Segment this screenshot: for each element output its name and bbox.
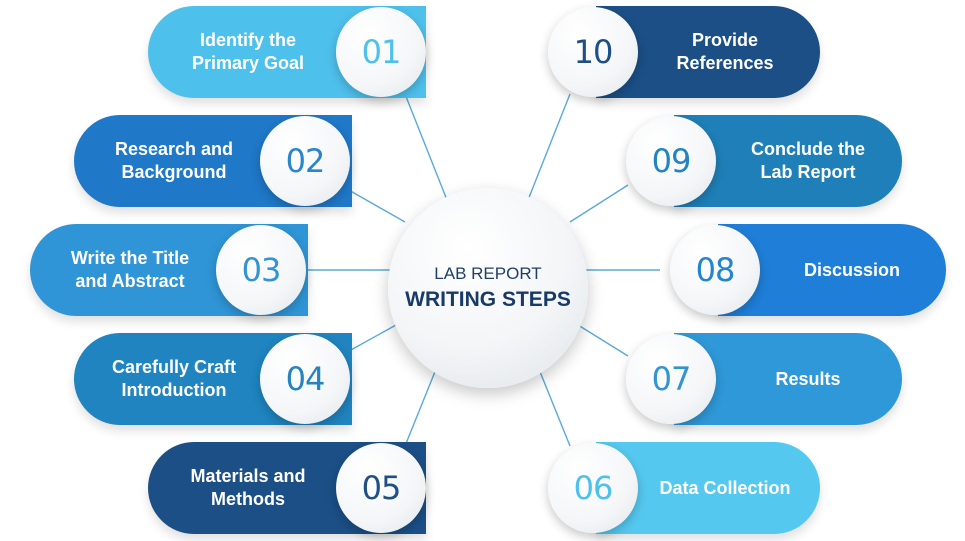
step-10-badge: 10 xyxy=(548,7,638,97)
step-07-label: Results xyxy=(775,368,841,389)
step-03-label: Write the Title and Abstract xyxy=(70,248,190,291)
step-10-label: Provide References xyxy=(676,30,774,73)
center-title: WRITING STEPS xyxy=(405,288,571,311)
step-06-badge: 06 xyxy=(548,443,638,533)
center-circle: LAB REPORT WRITING STEPS xyxy=(388,188,588,388)
step-01-number: 01 xyxy=(361,33,402,71)
step-02-number: 02 xyxy=(285,142,326,180)
step-06-number: 06 xyxy=(573,469,614,507)
step-04-badge: 04 xyxy=(260,334,350,424)
step-06-label: Data Collection xyxy=(659,477,791,498)
step-09-badge: 09 xyxy=(626,116,716,206)
step-04-number: 04 xyxy=(285,360,326,398)
step-04-label: Carefully Craft Introduction xyxy=(111,357,237,400)
step-02-label: Research and Background xyxy=(114,139,234,182)
step-05-label: Materials and Methods xyxy=(190,466,306,509)
step-10-number: 10 xyxy=(573,33,614,71)
step-09-number: 09 xyxy=(651,142,692,180)
step-08-badge: 08 xyxy=(670,225,760,315)
step-07-number: 07 xyxy=(651,360,692,398)
step-07-badge: 07 xyxy=(626,334,716,424)
step-02-badge: 02 xyxy=(260,116,350,206)
step-08-label: Discussion xyxy=(803,259,901,280)
step-08-number: 08 xyxy=(695,251,736,289)
step-09-label: Conclude the Lab Report xyxy=(750,139,865,182)
connector-line xyxy=(404,93,448,201)
connector-line xyxy=(527,93,571,201)
step-03-badge: 03 xyxy=(216,225,306,315)
step-05-number: 05 xyxy=(361,469,402,507)
step-01-badge: 01 xyxy=(336,7,426,97)
center-subtitle: LAB REPORT xyxy=(434,264,542,283)
connector-line xyxy=(569,184,629,223)
step-05-badge: 05 xyxy=(336,443,426,533)
step-03-number: 03 xyxy=(241,251,282,289)
step-01-label: Identify the Primary Goal xyxy=(191,30,305,73)
